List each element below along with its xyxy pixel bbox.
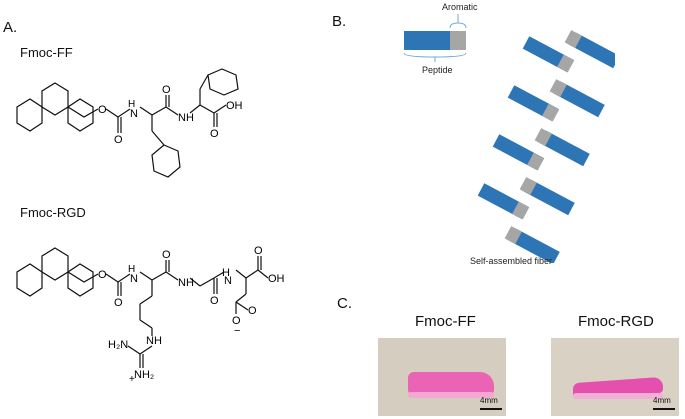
gel2-scale-bar — [653, 408, 675, 410]
fiber-peptide-block — [524, 179, 575, 216]
gel1-scale-bar — [480, 408, 502, 410]
fiber-unit — [522, 36, 575, 73]
fiber-unit — [534, 128, 590, 167]
rgd-atom-nh2: NH₂ — [134, 369, 154, 381]
peptide-label: Peptide — [422, 65, 453, 75]
fiber-aromatic-block — [527, 152, 545, 171]
rgd-atom-o-carbonyl: O — [114, 297, 123, 309]
rgd-atom-nh-guan: NH — [146, 335, 162, 347]
peptide-brace — [403, 52, 467, 62]
fiber-aromatic-block — [519, 177, 537, 196]
atom-o-ester: O — [98, 104, 107, 116]
atom-nh: NH — [178, 112, 194, 124]
rgd-atom-o-ester: O — [98, 269, 107, 281]
fiber-unit — [507, 85, 560, 122]
rgd-atom-n2: N — [224, 275, 232, 287]
fiber-unit — [549, 79, 605, 118]
atom-o-amide: O — [162, 84, 171, 96]
rgd-atom-o-amide2: O — [210, 295, 219, 307]
gel1-scale-label: 4mm — [480, 396, 498, 405]
fiber-aromatic-block — [542, 103, 560, 122]
fiber-unit — [519, 177, 575, 216]
fiber-peptide-block — [569, 32, 615, 69]
panel-label-b: B. — [332, 13, 347, 30]
atom-o-carbonyl: O — [114, 134, 123, 146]
legend-aromatic-block — [450, 31, 466, 50]
fiber-aromatic-block — [534, 128, 552, 147]
fmoc-rgd-structure: O O H N O NH O H N O OH O − O NH H₂N NH₂… — [16, 245, 285, 385]
gel2-photo: 4mm — [551, 338, 679, 416]
fiber-aromatic-block — [512, 201, 530, 220]
rgd-atom-h: H — [128, 264, 135, 275]
rgd-atom-o-acid: O — [254, 245, 263, 257]
panel-label-a: A. — [3, 19, 18, 36]
rgd-atom-nh1: NH — [178, 277, 194, 289]
atom-oh: OH — [226, 100, 243, 112]
fiber-aromatic-block — [564, 30, 582, 49]
rgd-atom-plus: + — [129, 374, 135, 385]
gel1-title: Fmoc-FF — [415, 313, 476, 330]
rgd-atom-n: N — [130, 273, 138, 285]
fiber-unit — [477, 183, 530, 220]
fiber-peptide-block — [509, 228, 560, 263]
fiber-peptide-block — [554, 81, 605, 118]
gel2-reflection — [573, 393, 663, 399]
fiber-aromatic-block — [549, 79, 567, 98]
gel2-scale-label: 4mm — [653, 396, 671, 405]
rgd-atom-oh: OH — [268, 273, 285, 285]
fiber-peptide-block — [539, 130, 590, 167]
gel1-photo: 4mm — [378, 338, 506, 416]
fmoc-ff-title: Fmoc-FF — [20, 45, 73, 60]
peptide-legend: Aromatic Peptide — [403, 2, 478, 75]
rgd-atom-h2n: H₂N — [108, 339, 128, 351]
gel1-sample — [408, 372, 494, 394]
fmoc-rgd-title: Fmoc-RGD — [20, 205, 86, 220]
atom-n: N — [130, 108, 138, 120]
fiber-diagram — [477, 30, 615, 263]
panel-label-c: C. — [337, 295, 352, 312]
rgd-atom-o-minus: O — [232, 315, 241, 327]
fiber-unit — [504, 226, 560, 263]
fiber-aromatic-block — [557, 54, 575, 73]
rgd-atom-minus: − — [234, 325, 240, 337]
rgd-atom-o-carboxylate: O — [248, 305, 257, 317]
fiber-label: Self-assembled fiber — [470, 256, 553, 266]
fiber-aromatic-block — [504, 226, 522, 245]
aromatic-brace — [449, 13, 467, 29]
atom-h: H — [128, 99, 135, 110]
fmoc-ff-structure: O O H N O NH O OH — [16, 68, 243, 178]
atom-o-acid: O — [210, 128, 219, 140]
gel2-title: Fmoc-RGD — [578, 313, 654, 330]
fiber-unit — [492, 134, 545, 171]
legend-peptide-block — [404, 31, 450, 50]
rgd-atom-h2: H — [222, 267, 230, 279]
rgd-atom-o-amide1: O — [162, 249, 171, 261]
gel1-reflection — [408, 392, 494, 398]
fiber-unit — [564, 30, 615, 69]
aromatic-label: Aromatic — [442, 2, 478, 12]
